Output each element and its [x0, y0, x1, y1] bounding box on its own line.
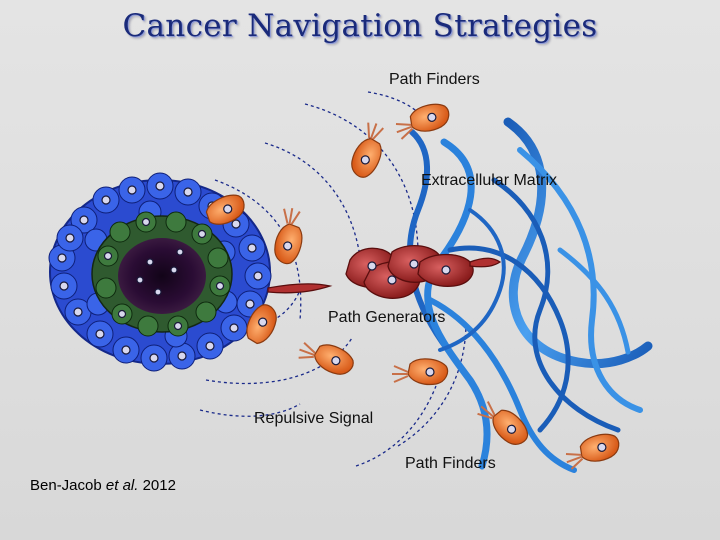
citation: Ben-Jacob et al. 2012 [30, 477, 176, 494]
path-generator-cells [268, 246, 500, 299]
path-finder-cell [392, 99, 453, 142]
path-generator-tail [470, 258, 500, 267]
label-path-generators: Path Generators [328, 309, 445, 327]
path-finder-cell [296, 335, 357, 378]
path-finder-cell [392, 359, 448, 385]
tumor-necrotic-core [118, 238, 206, 314]
citation-authors: Ben-Jacob [30, 477, 106, 494]
label-path-finders-top: Path Finders [389, 71, 480, 89]
path-finder-cell [348, 120, 391, 181]
signal-arc [265, 143, 362, 285]
label-path-finders-bottom: Path Finders [405, 455, 496, 473]
path-generator-tail [268, 284, 330, 293]
label-repulsive-signal: Repulsive Signal [254, 410, 373, 428]
citation-year: 2012 [138, 477, 176, 494]
label-extracellular-matrix: Extracellular Matrix [421, 172, 557, 190]
path-finder-cell [272, 206, 307, 265]
citation-et-al: et al. [106, 477, 139, 494]
